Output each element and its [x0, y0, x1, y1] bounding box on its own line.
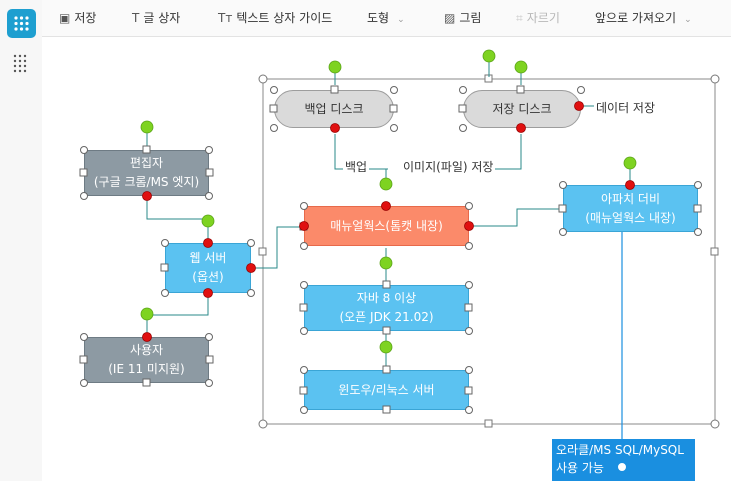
java-node[interactable]: 자바 8 이상 (오픈 JDK 21.02): [304, 285, 469, 331]
diagram-lines: [146, 56, 720, 439]
bring-front-label: 앞으로 가져오기: [595, 11, 677, 25]
java-subtitle: (오픈 JDK 21.02): [339, 310, 434, 324]
image-button[interactable]: ▨그림: [444, 0, 481, 36]
storage-disk-node[interactable]: 저장 디스크: [463, 90, 581, 128]
os-node[interactable]: 윈도우/리눅스 서버: [304, 370, 469, 410]
user-subtitle: (IE 11 미지원): [108, 362, 185, 376]
chevron-down-icon: ⌄: [684, 15, 692, 25]
editor-title: 편집자: [129, 156, 164, 170]
grid-icon: [14, 16, 29, 31]
apache-derby-node[interactable]: 아파치 더비 (매뉴얼웍스 내장): [563, 185, 698, 232]
os-label: 윈도우/리눅스 서버: [338, 382, 435, 397]
crop-label: 자르기: [526, 11, 560, 25]
crop-button[interactable]: ⌗자르기: [516, 0, 560, 36]
crop-icon: ⌗: [516, 11, 523, 25]
apache-derby-subtitle: (매뉴얼웍스 내장): [585, 210, 676, 225]
manualworks-node[interactable]: 매뉴얼웍스(톰캣 내장): [304, 206, 469, 246]
webserver-subtitle: (옵션): [192, 270, 224, 284]
backup-disk-label: 백업 디스크: [304, 101, 364, 116]
webserver-node[interactable]: 웹 서버 (옵션): [165, 243, 251, 293]
chevron-down-icon: ⌄: [397, 15, 405, 25]
image-label: 그림: [459, 11, 482, 25]
callout-anchor-handle[interactable]: [616, 461, 628, 473]
storage-disk-label: 저장 디스크: [492, 101, 552, 116]
webserver-title: 웹 서버: [189, 251, 227, 265]
shape-dropdown[interactable]: 도형 ⌄: [367, 0, 405, 36]
apache-derby-title: 아파치 더비: [600, 191, 660, 206]
diagram-canvas[interactable]: 편집자 (구글 크롬/MS 엣지) 웹 서버 (옵션) 사용자 (IE 11 미…: [42, 37, 731, 481]
textbox-guide-label: 텍스트 상자 가이드: [236, 11, 333, 25]
more-apps-button[interactable]: [13, 54, 29, 74]
user-node[interactable]: 사용자 (IE 11 미지원): [84, 337, 209, 383]
dots-grid-icon: [13, 54, 27, 73]
connector-lines: [146, 56, 631, 370]
editor-subtitle: (구글 크롬/MS 엣지): [93, 175, 200, 189]
manualworks-label: 매뉴얼웍스(톰캣 내장): [330, 218, 443, 233]
java-title: 자바 8 이상: [356, 291, 417, 305]
group-resize-handles: [258, 74, 720, 429]
bring-front-dropdown[interactable]: 앞으로 가져오기 ⌄: [595, 0, 692, 36]
text-size-icon: Tт: [218, 11, 233, 25]
shape-label: 도형: [367, 11, 390, 25]
left-sidebar: [0, 0, 43, 481]
callout-line1: 오라클/MS SQL/MySQL: [556, 443, 684, 457]
grid-menu-button[interactable]: [7, 9, 36, 38]
user-title: 사용자: [129, 343, 164, 357]
save-icon: ▣: [59, 11, 71, 25]
backup-edge-label: 백업: [343, 159, 370, 175]
textbox-label: 글 상자: [143, 11, 181, 25]
data-save-edge-label: 데이터 저장: [594, 100, 658, 116]
text-icon: T: [132, 11, 140, 25]
save-label: 저장: [74, 11, 97, 25]
image-icon: ▨: [444, 11, 456, 25]
save-button[interactable]: ▣저장: [59, 0, 96, 36]
backup-disk-node[interactable]: 백업 디스크: [274, 90, 394, 128]
image-save-edge-label: 이미지(파일) 저장: [401, 159, 496, 175]
editor-node[interactable]: 편집자 (구글 크롬/MS 엣지): [84, 150, 209, 196]
callout-line2: 사용 가능: [556, 461, 604, 475]
db-callout[interactable]: 오라클/MS SQL/MySQL 사용 가능: [552, 439, 695, 481]
